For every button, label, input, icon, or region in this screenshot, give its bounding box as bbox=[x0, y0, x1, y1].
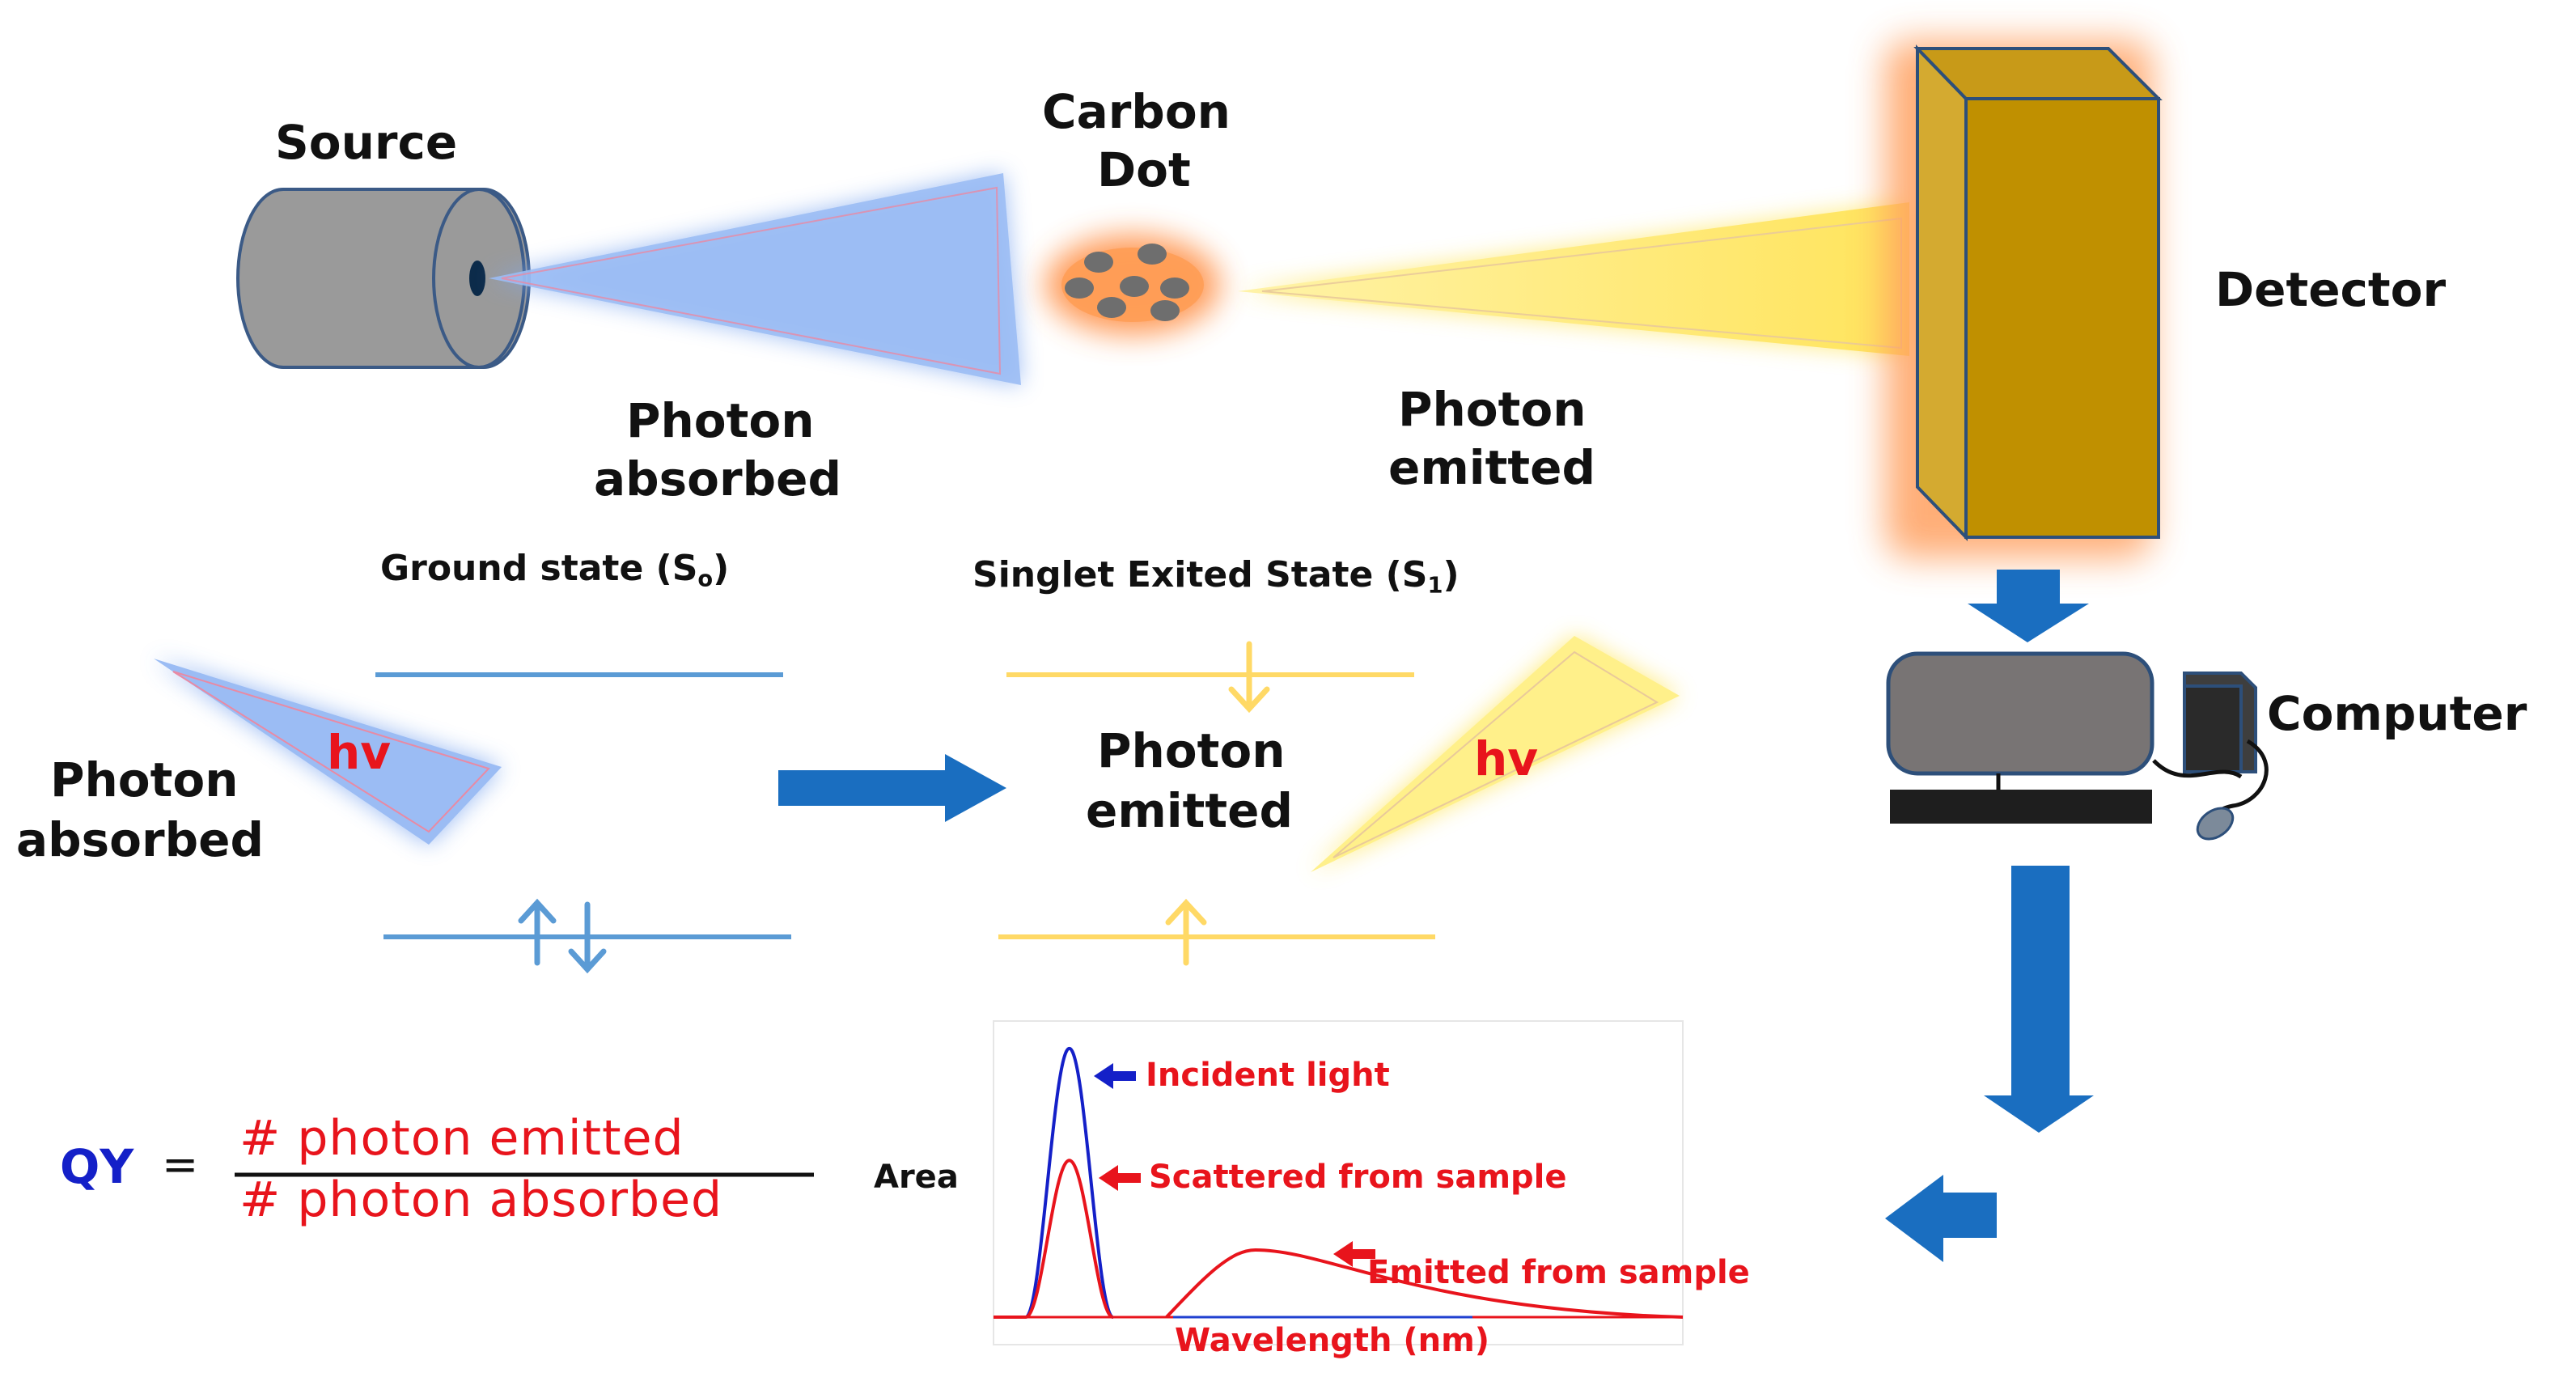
qy-numerator: # photon emitted bbox=[239, 1110, 684, 1167]
singlet-state-close: ) bbox=[1443, 554, 1460, 595]
ground-state-text: Ground state (S bbox=[380, 548, 698, 589]
ground-state-subscript: o bbox=[697, 566, 714, 592]
chart-xlabel: Wavelength (nm) bbox=[1175, 1322, 1490, 1359]
emitted-photon-wedge bbox=[1311, 636, 1680, 872]
singlet-state-label: Singlet Exited State (S1) bbox=[972, 554, 1460, 599]
carbon-dot-label-line1: Carbon bbox=[1042, 84, 1231, 139]
photon-absorbed-left-line1: Photon bbox=[50, 752, 239, 807]
excited-down-arrow bbox=[1228, 641, 1270, 714]
emitted-pointer-icon bbox=[1333, 1241, 1375, 1267]
photon-emitted-mid-line2: emitted bbox=[1086, 783, 1293, 838]
absorbed-photon-wedge bbox=[154, 659, 502, 845]
spectrum-chart bbox=[993, 1020, 1684, 1345]
absorbed-beam bbox=[489, 173, 1021, 385]
carbon-dot bbox=[1045, 235, 1220, 335]
qy-denominator: # photon absorbed bbox=[239, 1172, 723, 1228]
photon-absorbed-top-line1: Photon bbox=[626, 393, 815, 448]
computer-label: Computer bbox=[2267, 686, 2527, 741]
singlet-state-subscript: 1 bbox=[1427, 573, 1443, 599]
photon-emitted-top-line1: Photon bbox=[1398, 382, 1587, 437]
photon-emitted-mid-line1: Photon bbox=[1097, 723, 1286, 778]
hv-left-label: hv bbox=[327, 725, 392, 780]
photon-emitted-top-line2: emitted bbox=[1388, 440, 1595, 495]
emitted-curve bbox=[1165, 1248, 1684, 1319]
incident-light-pointer-icon bbox=[1094, 1063, 1136, 1089]
transition-arrow bbox=[778, 754, 1006, 822]
photon-absorbed-top-line2: absorbed bbox=[594, 451, 842, 506]
qy-equals: = bbox=[162, 1139, 199, 1190]
carbon-dot-label-line2: Dot bbox=[1097, 142, 1191, 197]
result-left-arrow bbox=[1885, 1175, 1997, 1262]
source-cylinder bbox=[236, 188, 531, 369]
computer-to-result-arrow bbox=[1984, 866, 2094, 1133]
scattered-annotation: Scattered from sample bbox=[1149, 1159, 1567, 1196]
detector-label: Detector bbox=[2215, 262, 2447, 317]
spin-pair-arrows bbox=[518, 898, 607, 974]
ground-state-label: Ground state (So) bbox=[380, 548, 730, 592]
chart-ylabel: Area bbox=[874, 1159, 959, 1196]
incident-light-annotation: Incident light bbox=[1146, 1057, 1390, 1094]
detector-to-computer-arrow bbox=[1968, 570, 2089, 642]
incident-light-curve bbox=[994, 1046, 1115, 1319]
ground-state-close: ) bbox=[713, 548, 730, 589]
hv-right-label: hv bbox=[1474, 731, 1539, 786]
qy-label: QY bbox=[60, 1139, 134, 1194]
source-label: Source bbox=[275, 115, 458, 170]
computer bbox=[1886, 651, 2269, 841]
scattered-pointer-icon bbox=[1099, 1165, 1141, 1191]
photon-absorbed-left-line2: absorbed bbox=[16, 812, 265, 867]
emitted-annotation: Emitted from sample bbox=[1367, 1254, 1750, 1291]
singlet-state-text: Singlet Exited State (S bbox=[972, 554, 1428, 595]
scattered-curve bbox=[994, 1159, 1114, 1319]
detector bbox=[1885, 40, 2163, 558]
emitted-beam bbox=[1238, 202, 1909, 356]
excited-up-arrow bbox=[1165, 898, 1207, 966]
